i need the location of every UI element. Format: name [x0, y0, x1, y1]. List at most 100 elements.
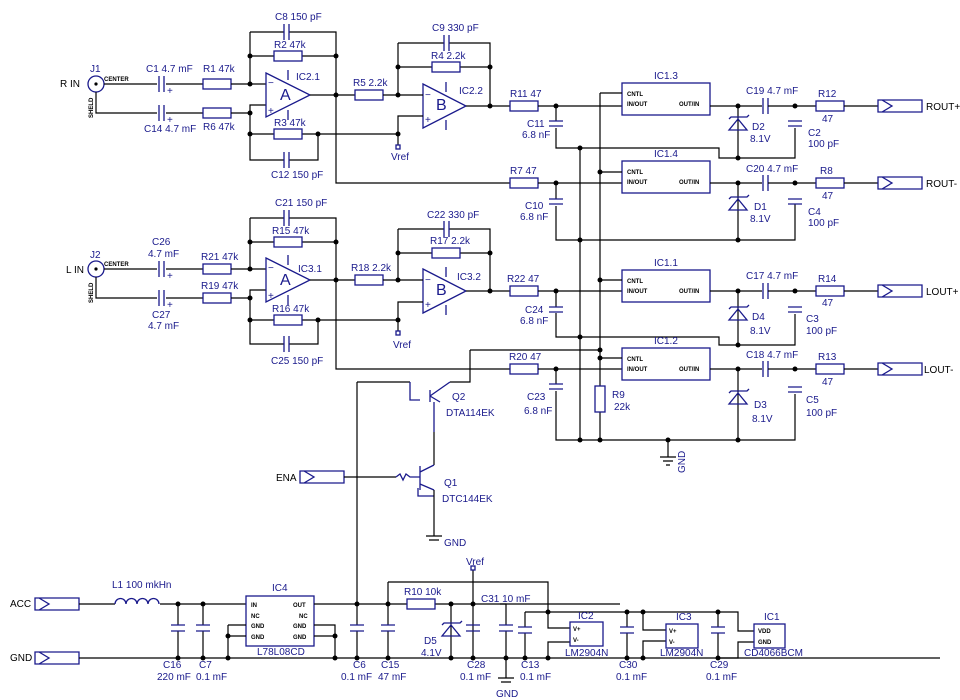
junction-dot: [624, 655, 630, 661]
zener-d3: [727, 388, 750, 405]
vdd-label: VDD: [758, 629, 771, 635]
inout-label: IN/OUT: [627, 180, 648, 186]
junction-dot: [395, 250, 401, 256]
wire: [547, 612, 570, 658]
wire: [718, 611, 754, 659]
center-label: CENTER: [104, 77, 129, 83]
port-gnd[interactable]: [34, 651, 80, 665]
wire: [711, 626, 725, 634]
port-ena[interactable]: [299, 470, 345, 484]
resistor-r14: [815, 285, 845, 297]
junction-dot: [487, 64, 493, 70]
left-output-stage: R22 47 C24 6.8 nF IC1.1 CNTL IN/OUT OUT/…: [470, 258, 959, 473]
c29-label: C29: [710, 660, 729, 671]
junction-dot: [333, 53, 339, 59]
wire: [158, 105, 165, 121]
element: +: [268, 291, 274, 302]
port-acc[interactable]: [34, 597, 80, 611]
junction-dot: [225, 633, 231, 639]
acc-label: ACC: [10, 599, 31, 610]
resistor-r2: [273, 50, 303, 62]
l1-label: L1 100 mkHn: [112, 580, 171, 591]
wire: [158, 290, 165, 306]
c15v-label: 47 mF: [378, 672, 406, 683]
wire: [158, 76, 165, 92]
nc-label: NC: [251, 614, 260, 620]
wire: [788, 306, 802, 313]
wire: [549, 198, 563, 205]
r9-label: R9: [612, 390, 625, 401]
r47-label: 47: [822, 377, 834, 388]
c13-label: C13: [521, 660, 540, 671]
junction-dot: [315, 317, 321, 323]
wire: [283, 336, 290, 352]
zener-d2: [727, 114, 750, 131]
b-label: B: [436, 282, 447, 299]
r17-label: R17 2.2k: [430, 236, 471, 247]
rout-m-label: ROUT-: [926, 179, 957, 190]
cntl-label: CNTL: [627, 357, 643, 363]
component-body: [395, 144, 401, 150]
port-lout-minus[interactable]: [877, 362, 923, 376]
junction-dot: [487, 250, 493, 256]
wire: [350, 624, 395, 632]
wire: [335, 280, 510, 370]
c68-label: 6.8 nF: [520, 212, 548, 223]
c16v-label: 220 mF: [157, 672, 191, 683]
wire: [737, 291, 796, 346]
c31-label: C31 10 mF: [481, 594, 530, 605]
wire: [737, 183, 796, 241]
wire: [357, 350, 471, 383]
junction-dot: [735, 237, 741, 243]
c28-label: C28: [467, 660, 486, 671]
wire: [95, 268, 157, 299]
ic1-label: IC1: [764, 612, 780, 623]
r4-label: R4 2.2k: [431, 51, 466, 62]
vp-label: V+: [573, 627, 581, 633]
junction-dot: [792, 366, 798, 372]
c11-label: C11: [527, 119, 545, 130]
junction-dot: [247, 317, 253, 323]
port-rout-plus[interactable]: [877, 99, 923, 113]
c47-label: 4.7 mF: [148, 249, 179, 260]
wire: [549, 306, 563, 313]
r10-label: R10 10k: [404, 587, 442, 598]
wire: [227, 603, 620, 658]
c6-label: C6: [353, 660, 366, 671]
c12-label: C12 150 pF: [271, 170, 323, 181]
junction-dot: [577, 334, 583, 340]
opamp-package-ic3: [665, 623, 699, 649]
ic1-3-label: IC1.3: [654, 71, 678, 82]
center-label: CENTER: [104, 262, 129, 268]
j2-label: J2: [90, 250, 101, 261]
d81-label: 8.1V: [750, 134, 771, 145]
wire: [470, 349, 622, 359]
c7-label: C7: [199, 660, 212, 671]
lm-label: LM2904N: [565, 648, 608, 659]
wire: [283, 210, 290, 226]
d4-label: D4: [752, 312, 765, 323]
r3-label: R3 47k: [274, 118, 307, 129]
port-rout-minus[interactable]: [877, 176, 923, 190]
wire: [555, 369, 738, 441]
junction-dot: [332, 633, 338, 639]
r16-label: R16 47k: [272, 304, 310, 315]
resistor-r4: [431, 61, 461, 73]
ic1p-label: CD4066BCM: [744, 648, 803, 659]
resistor-r11: [509, 100, 539, 112]
wire: [642, 612, 666, 658]
element: +: [425, 115, 431, 126]
port-lout-plus[interactable]: [877, 284, 923, 298]
junction-dot: [247, 53, 253, 59]
c2-label: C2: [808, 128, 821, 139]
element: +: [268, 106, 274, 117]
d5v-label: 4.1V: [421, 648, 442, 659]
ic2-label: IC2: [578, 611, 594, 622]
c10-label: C10: [525, 201, 544, 212]
wire: [762, 175, 769, 191]
opamp-package-ic2: [569, 621, 604, 647]
junction-dot: [577, 145, 583, 151]
junction-dot: [597, 355, 603, 361]
junction-dot: [735, 342, 741, 348]
c68-label: 6.8 nF: [522, 130, 550, 141]
